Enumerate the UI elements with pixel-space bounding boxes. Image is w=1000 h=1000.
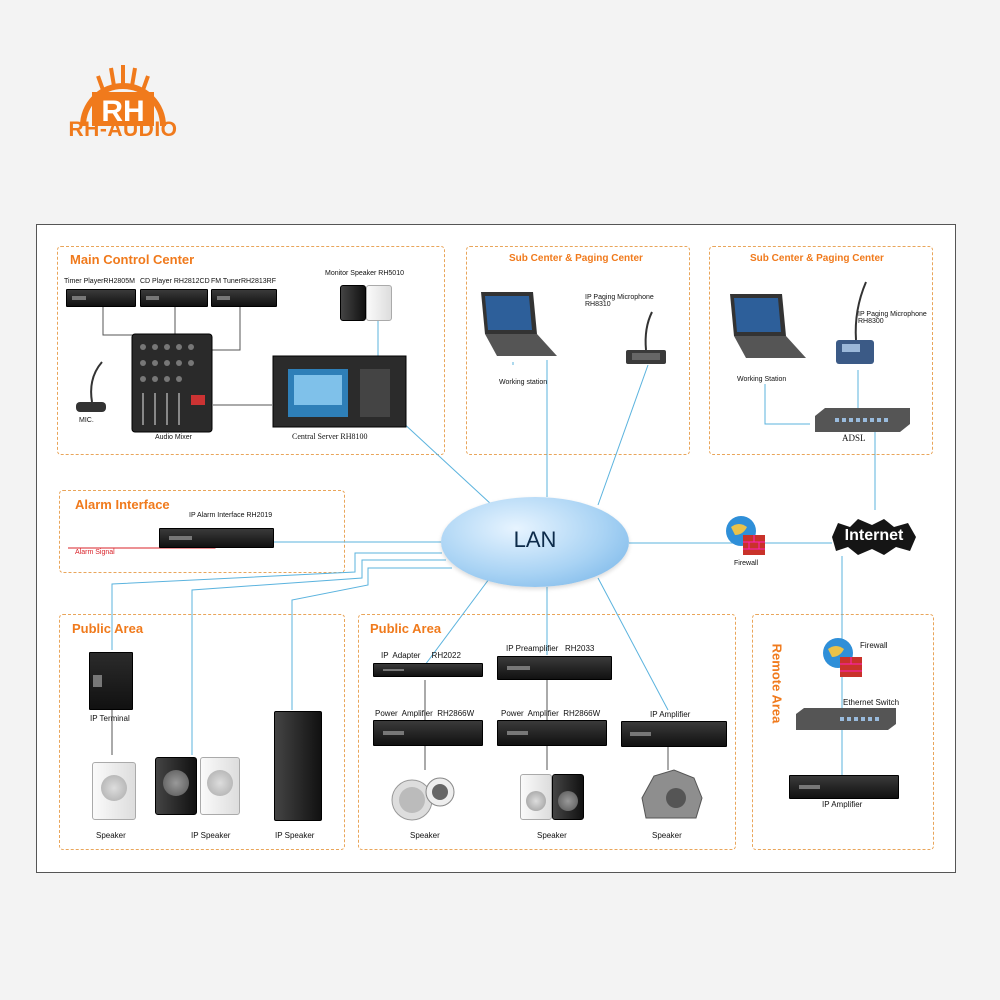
remote-ip-amplifier-device	[789, 775, 899, 799]
ip-speaker-white	[200, 757, 240, 815]
main-control-title: Main Control Center	[70, 252, 195, 267]
audio-mixer-label: Audio Mixer	[155, 434, 192, 441]
speaker-4-label: Speaker	[652, 831, 682, 840]
timer-player-device	[66, 289, 136, 307]
ip-preamp-device	[497, 656, 612, 680]
cd-player-label: CD Player RH2812CD	[140, 278, 210, 285]
timer-player-label: Timer PlayerRH2805M	[64, 278, 135, 285]
power-amp-1-label: Power Amplifier RH2866W	[375, 709, 475, 718]
monitor-speaker-label: Monitor Speaker RH5010	[325, 270, 404, 277]
remote-ip-amplifier-label: IP Amplifier	[822, 800, 863, 809]
zone-public-area-1	[59, 614, 345, 850]
firewall-icon	[726, 516, 765, 555]
sub-center-2-title: Sub Center & Paging Center	[750, 253, 884, 264]
logo-letters: RH	[101, 95, 144, 128]
ip-adapter-device	[373, 663, 483, 677]
remote-firewall-label: Firewall	[860, 641, 888, 650]
central-server-label: Central Server RH8100	[292, 432, 368, 441]
ip-speaker-black	[155, 757, 197, 815]
public-area-2-title: Public Area	[370, 621, 442, 636]
mic-icon	[76, 361, 106, 412]
alarm-title: Alarm Interface	[75, 497, 170, 512]
adsl-label: ADSL	[842, 433, 866, 443]
ip-terminal-label: IP Terminal	[90, 714, 130, 723]
zone-main-control	[57, 246, 445, 455]
paging-mic-icon	[626, 311, 666, 364]
monitor-speaker-white	[366, 285, 392, 321]
adsl-device	[815, 408, 910, 432]
ip-adapter-label: IP Adapter RH2022	[381, 651, 461, 660]
ip-preamp-label: IP Preamplifier RH2033	[506, 644, 595, 653]
monitor-speaker-black	[340, 285, 366, 321]
zone-sub-center-1	[466, 246, 690, 455]
mic-label: MIC.	[79, 417, 94, 424]
zone-alarm	[59, 490, 345, 573]
paging-mic-icon-2	[836, 281, 874, 364]
internet-cloud: Internet	[828, 517, 920, 557]
paging-mic-2-label: IP Paging Microphone RH8300	[858, 311, 927, 325]
column-speaker	[274, 711, 322, 821]
audio-mixer-device	[131, 333, 213, 433]
wall-speaker-black	[552, 774, 584, 820]
laptop-icon	[481, 292, 557, 356]
rock-speaker-icon	[641, 769, 703, 819]
fm-tuner-device	[211, 289, 277, 307]
lan-cloud: LAN	[441, 497, 629, 587]
ethernet-switch-device	[796, 708, 896, 730]
speaker-2-label: Speaker	[410, 831, 440, 840]
ip-terminal-device	[89, 652, 133, 710]
alarm-signal-label: Alarm Signal	[75, 549, 115, 556]
paging-mic-1-label: IP Paging Microphone RH8310	[585, 294, 654, 308]
lan-label: LAN	[513, 527, 557, 552]
rh-audio-logo: RH	[80, 65, 166, 128]
firewall-main-label: Firewall	[734, 560, 759, 567]
working-station-1-label: Working station	[499, 379, 548, 386]
fm-tuner-label: FM TunerRH2813RF	[211, 278, 276, 285]
working-station-2-label: Working Station	[737, 376, 787, 383]
public-area-1-title: Public Area	[72, 621, 144, 636]
remote-firewall-icon	[823, 638, 862, 677]
alarm-device-label: IP Alarm Interface RH2019	[189, 512, 273, 519]
ip-speaker-1-label: IP Speaker	[191, 831, 231, 840]
wall-speaker-white	[520, 774, 552, 820]
speaker-white-1	[92, 762, 136, 820]
speaker-3-label: Speaker	[537, 831, 567, 840]
internet-label: Internet	[844, 527, 904, 544]
speaker-1-label: Speaker	[96, 831, 126, 840]
central-server-device	[272, 355, 407, 428]
sub-center-1-title: Sub Center & Paging Center	[509, 253, 643, 264]
ethernet-switch-label: Ethernet Switch	[843, 698, 900, 707]
laptop-icon-2	[730, 294, 806, 358]
brand-name: RH-AUDIO	[68, 118, 178, 141]
power-amp-1-device	[373, 720, 483, 746]
ceiling-speaker-icon	[391, 777, 455, 821]
zone-remote	[752, 614, 934, 850]
power-amp-2-label: Power Amplifier RH2866W	[501, 709, 601, 718]
ip-amplifier-label: IP Amplifier	[650, 710, 691, 719]
power-amp-2-device	[497, 720, 607, 746]
alarm-device	[159, 528, 274, 548]
ip-amplifier-device	[621, 721, 727, 747]
ip-speaker-2-label: IP Speaker	[275, 831, 315, 840]
cd-player-device	[140, 289, 208, 307]
zone-sub-center-2	[709, 246, 933, 455]
